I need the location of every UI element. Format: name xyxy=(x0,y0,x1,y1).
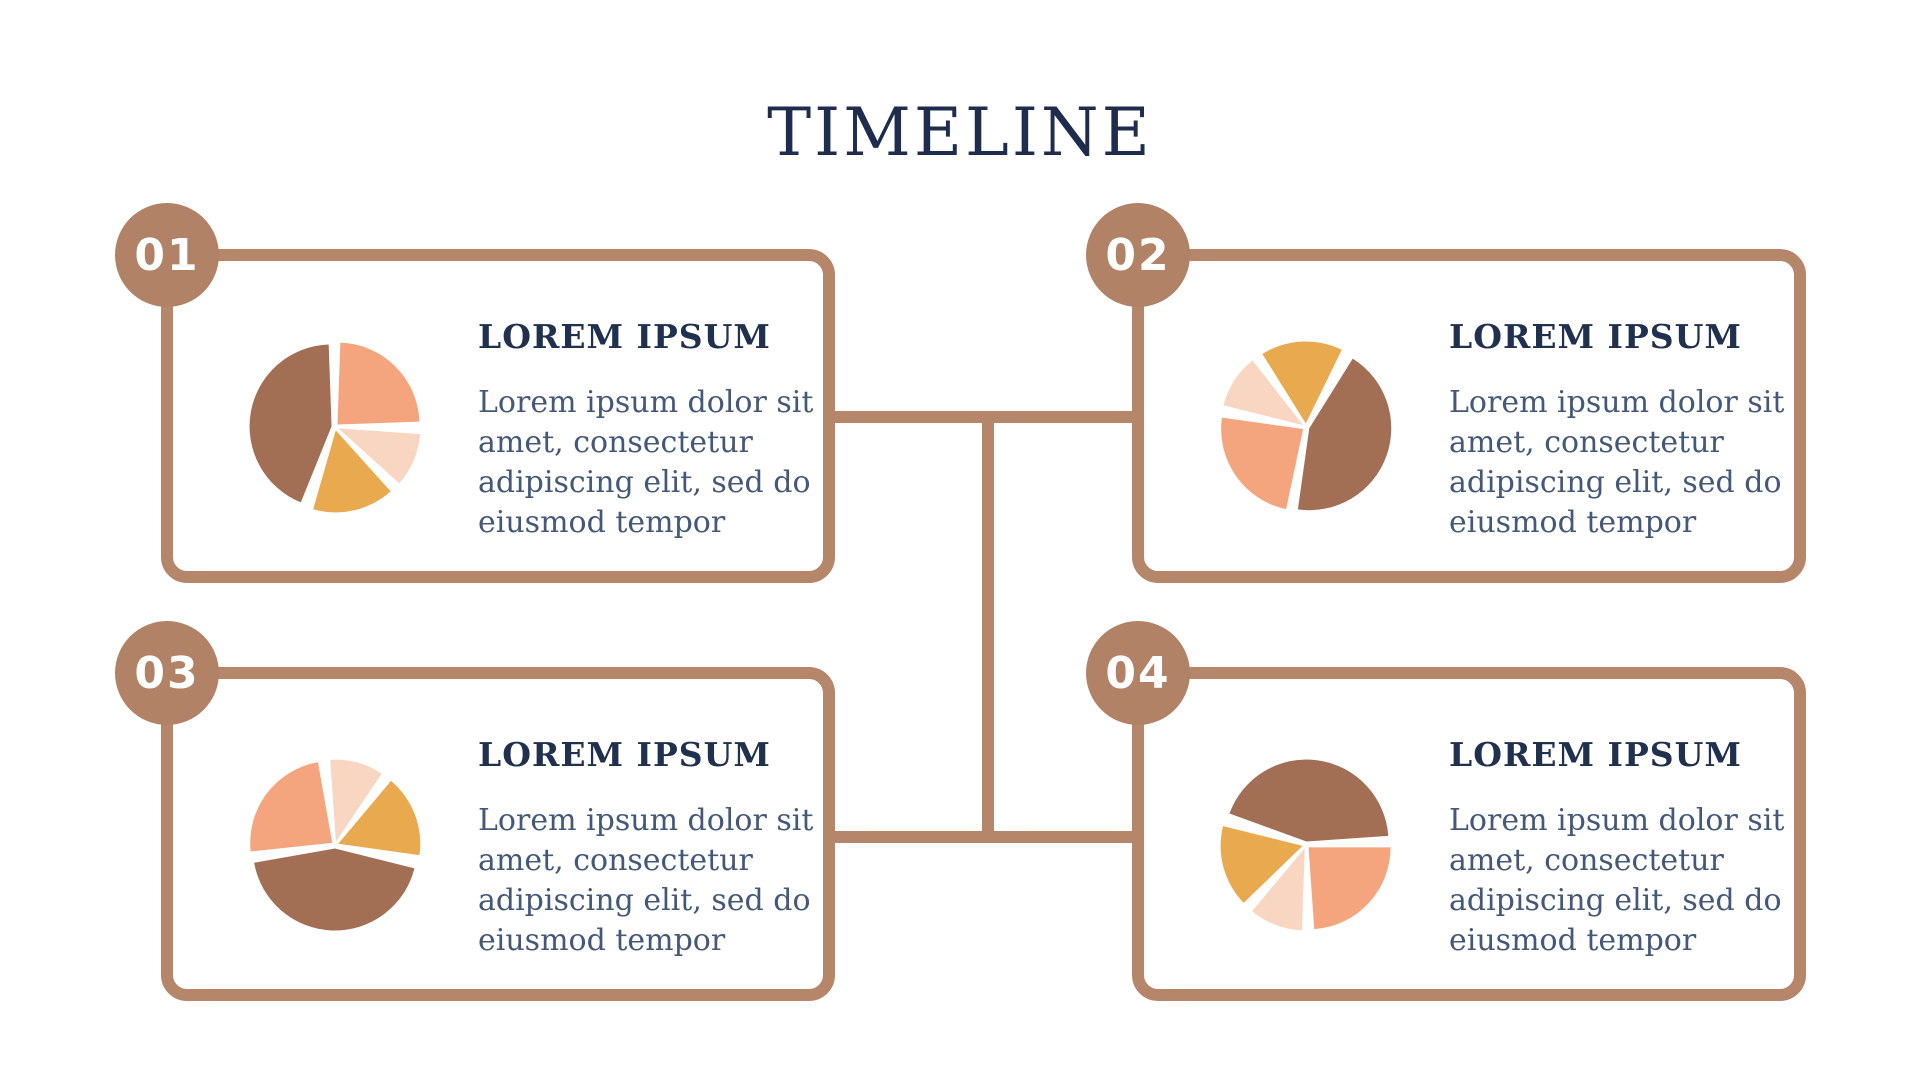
card-text-block: LOREM IPSUM Lorem ipsum dolor sit amet, … xyxy=(1449,317,1789,543)
step-number-badge-02: 02 xyxy=(1086,203,1190,307)
connector-line-bottom xyxy=(829,831,1135,843)
pie-chart-icon xyxy=(1220,759,1392,931)
timeline-card-04: LOREM IPSUM Lorem ipsum dolor sit amet, … xyxy=(1132,667,1806,1001)
step-number-badge-03: 03 xyxy=(115,621,219,725)
timeline-card-03: LOREM IPSUM Lorem ipsum dolor sit amet, … xyxy=(161,667,835,1001)
step-number-badge-01: 01 xyxy=(115,203,219,307)
step-number: 03 xyxy=(134,647,200,699)
page-title: TIMELINE xyxy=(767,94,1153,172)
card-text-block: LOREM IPSUM Lorem ipsum dolor sit amet, … xyxy=(478,735,818,961)
step-number-badge-04: 04 xyxy=(1086,621,1190,725)
card-body-text: Lorem ipsum dolor sit amet, consectetur … xyxy=(478,385,814,540)
pie-chart-icon xyxy=(249,341,421,513)
connector-line-vertical xyxy=(982,411,994,843)
card-heading: LOREM IPSUM xyxy=(1449,735,1742,774)
timeline-card-01: LOREM IPSUM Lorem ipsum dolor sit amet, … xyxy=(161,249,835,583)
timeline-card-02: LOREM IPSUM Lorem ipsum dolor sit amet, … xyxy=(1132,249,1806,583)
card-body-text: Lorem ipsum dolor sit amet, consectetur … xyxy=(1449,803,1785,958)
step-number: 04 xyxy=(1105,647,1171,699)
pie-chart-icon xyxy=(1220,341,1392,513)
card-body-text: Lorem ipsum dolor sit amet, consectetur … xyxy=(478,803,814,958)
pie-chart-icon xyxy=(249,759,421,931)
step-number: 02 xyxy=(1105,229,1171,281)
card-body-text: Lorem ipsum dolor sit amet, consectetur … xyxy=(1449,385,1785,540)
card-heading: LOREM IPSUM xyxy=(1449,317,1742,356)
card-heading: LOREM IPSUM xyxy=(478,317,771,356)
card-text-block: LOREM IPSUM Lorem ipsum dolor sit amet, … xyxy=(478,317,818,543)
step-number: 01 xyxy=(134,229,200,281)
card-text-block: LOREM IPSUM Lorem ipsum dolor sit amet, … xyxy=(1449,735,1789,961)
card-heading: LOREM IPSUM xyxy=(478,735,771,774)
